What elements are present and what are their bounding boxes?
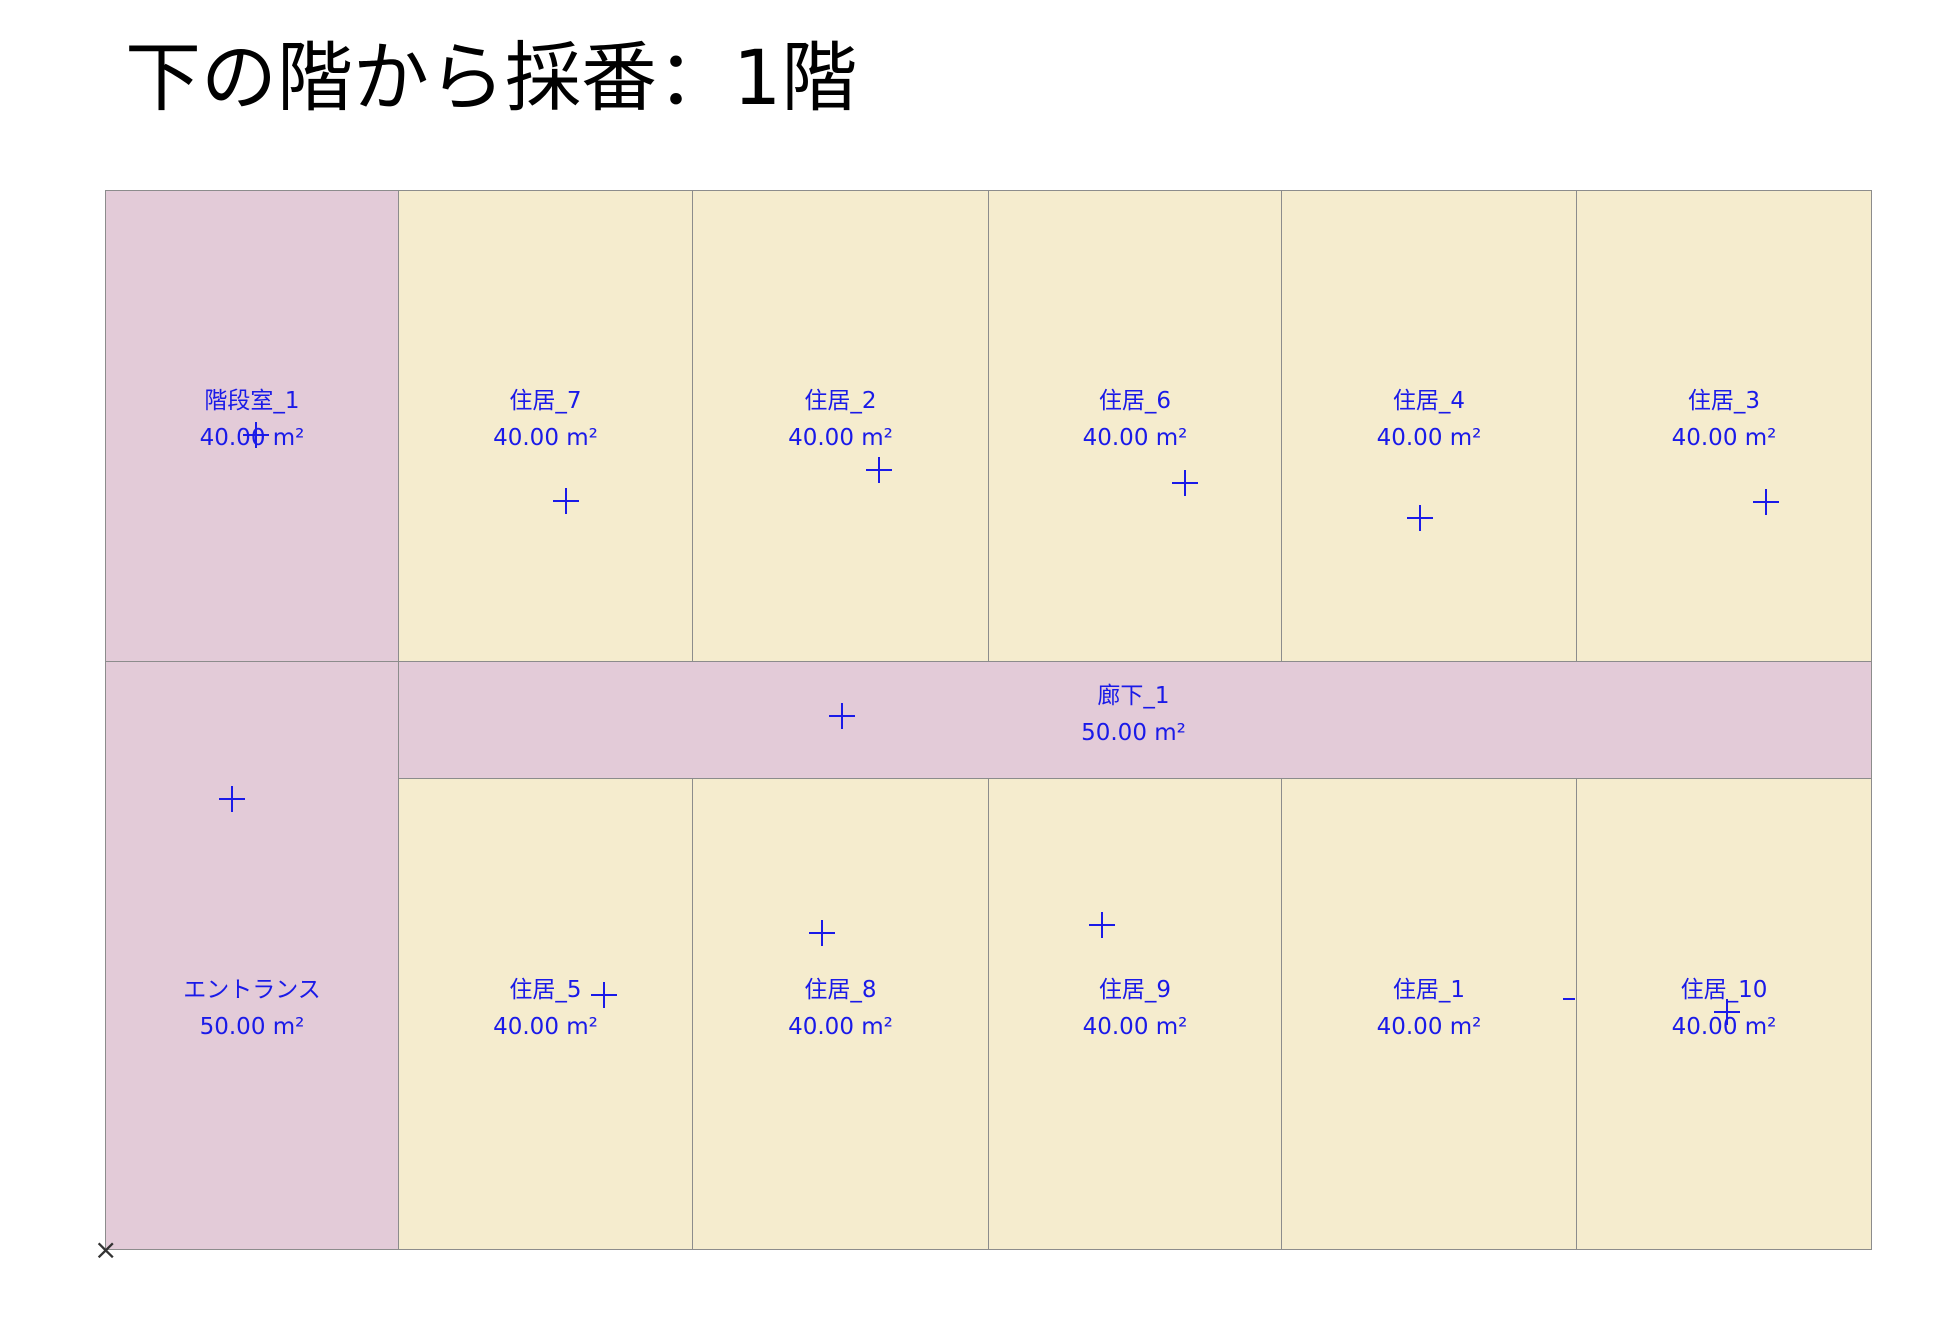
room-name: 住居_6 (1098, 388, 1172, 414)
room-area: 40.00 m² (199, 425, 305, 451)
cross-marker-icon (809, 920, 835, 946)
room-area: 40.00 m² (1671, 425, 1777, 451)
room-name: 住居_1 (1392, 977, 1466, 1003)
cross-marker-icon (591, 982, 617, 1008)
room-name: 住居_10 (1680, 977, 1768, 1003)
partial-cross-marker-icon (1563, 998, 1575, 1000)
room-area: 40.00 m² (493, 1014, 598, 1040)
room-name: 廊下_1 (1097, 683, 1170, 709)
room-name: 住居_8 (804, 977, 877, 1003)
cross-marker-icon (866, 457, 892, 483)
room-area: 50.00 m² (1081, 720, 1186, 746)
cross-marker-icon (1714, 999, 1740, 1025)
room-name: 住居_5 (509, 977, 582, 1003)
room-name: 住居_4 (1392, 388, 1466, 414)
room-10[interactable]: 住居_8 40.00 m² (692, 778, 989, 1250)
cross-marker-icon (1172, 470, 1198, 496)
cross-marker-icon (219, 786, 245, 812)
room-area: 40.00 m² (1376, 425, 1482, 451)
room-area: 40.00 m² (1082, 425, 1188, 451)
room-3[interactable]: 住居_2 40.00 m² (692, 190, 989, 662)
room-name: 住居_9 (1098, 977, 1172, 1003)
room-area: 40.00 m² (1376, 1014, 1482, 1040)
room-2[interactable]: 住居_7 40.00 m² (398, 190, 693, 662)
origin-marker-icon: × (94, 1233, 118, 1266)
room-13[interactable]: 住居_10 40.00 m² (1576, 778, 1872, 1250)
room-area: 40.00 m² (493, 425, 598, 451)
room-11[interactable]: 住居_9 40.00 m² (988, 778, 1282, 1250)
page-title: 下の階から採番：1階 (125, 33, 858, 122)
room-area: 50.00 m² (199, 1014, 305, 1040)
room-6[interactable]: 住居_3 40.00 m² (1576, 190, 1872, 662)
room-5[interactable]: 住居_4 40.00 m² (1281, 190, 1577, 662)
cross-marker-icon (553, 488, 579, 514)
room-8[interactable]: エントランス 50.00 m² (105, 661, 399, 1250)
room-name: 住居_3 (1687, 388, 1761, 414)
room-area: 40.00 m² (1671, 1014, 1777, 1040)
cross-marker-icon (1753, 489, 1779, 515)
room-area: 40.00 m² (788, 1014, 893, 1040)
cross-marker-icon (243, 422, 269, 448)
cross-marker-icon (1089, 912, 1115, 938)
room-7[interactable]: 廊下_1 50.00 m² (398, 661, 1872, 779)
room-name: エントランス (183, 977, 321, 1003)
room-name: 階段室_1 (204, 388, 300, 414)
room-12[interactable]: 住居_1 40.00 m² (1281, 778, 1577, 1250)
room-name: 住居_2 (804, 388, 877, 414)
cross-marker-icon (829, 703, 855, 729)
room-name: 住居_7 (509, 388, 582, 414)
cross-marker-icon (1407, 505, 1433, 531)
room-1[interactable]: 階段室_1 40.00 m² (105, 190, 399, 662)
room-9[interactable]: 住居_5 40.00 m² (398, 778, 693, 1250)
room-area: 40.00 m² (788, 425, 893, 451)
room-4[interactable]: 住居_6 40.00 m² (988, 190, 1282, 662)
room-area: 40.00 m² (1082, 1014, 1188, 1040)
